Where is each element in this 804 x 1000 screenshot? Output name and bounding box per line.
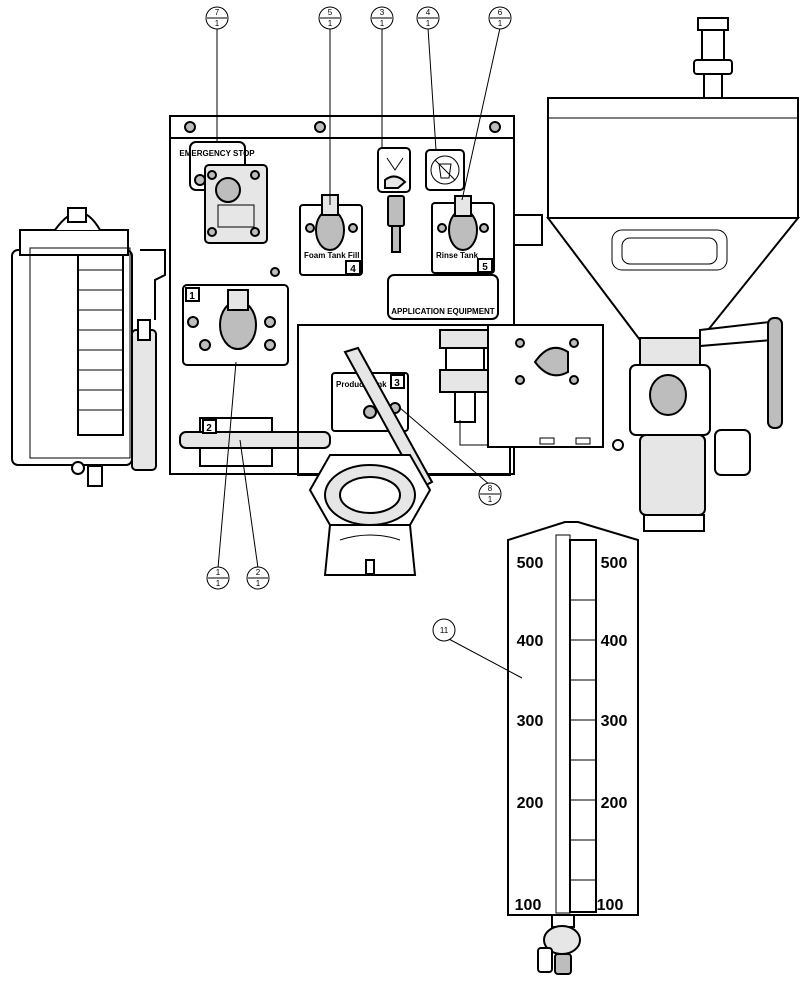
callout-1: 1 1 <box>206 566 230 590</box>
svg-text:1: 1 <box>215 19 220 28</box>
svg-text:1: 1 <box>256 579 261 588</box>
svg-text:1: 1 <box>498 19 503 28</box>
svg-text:1: 1 <box>328 19 333 28</box>
gauge-right-tick-500: 500 <box>601 555 628 572</box>
callout-8: 8 1 <box>478 482 502 506</box>
callout-4: 4 1 <box>416 6 440 30</box>
gauge-left-tick-300: 300 <box>517 713 544 730</box>
svg-text:1: 1 <box>426 19 431 28</box>
gauge-right-tick-300: 300 <box>601 713 628 730</box>
callout-5: 5 1 <box>318 6 342 30</box>
hinged-lid <box>343 346 434 490</box>
foam-tank-label: Foam Tank Fill <box>304 251 359 260</box>
bottom-coupling <box>308 454 432 576</box>
valve-number-5: 5 <box>482 262 488 273</box>
svg-text:3: 3 <box>380 8 385 17</box>
callout-6: 6 1 <box>488 6 512 30</box>
valve-1[interactable]: 1 <box>182 284 289 366</box>
svg-text:4: 4 <box>426 8 431 17</box>
svg-text:2: 2 <box>256 568 261 577</box>
valve-2[interactable]: 2 <box>179 417 331 467</box>
callout-2: 2 1 <box>246 566 270 590</box>
emergency-stop-text: EMERGENCY STOP <box>179 149 255 158</box>
callout-3: 3 1 <box>370 6 394 30</box>
gauge-left-tick-500: 500 <box>517 555 544 572</box>
valve-foam-tank-fill[interactable]: Foam Tank Fill 4 <box>299 194 363 276</box>
svg-text:1: 1 <box>488 495 493 504</box>
product-tank-label: Product Tank <box>336 380 387 389</box>
rinse-tank-label: Rinse Tank <box>436 251 479 260</box>
svg-text:1: 1 <box>216 568 221 577</box>
gauge-left-tick-100: 100 <box>515 897 542 914</box>
valve-rinse-tank[interactable]: Rinse Tank 5 <box>431 195 495 274</box>
svg-text:1: 1 <box>216 579 221 588</box>
leader-lines <box>216 27 523 679</box>
svg-text:1: 1 <box>380 19 385 28</box>
callout-11: 11 <box>432 618 456 642</box>
emergency-stop-switch[interactable] <box>204 164 268 244</box>
left-tank <box>11 207 166 487</box>
svg-text:11: 11 <box>440 626 449 635</box>
svg-text:7: 7 <box>215 8 220 17</box>
valve-number-2: 2 <box>206 423 212 434</box>
chemical-warning-decal <box>377 147 411 253</box>
valve-number-1: 1 <box>189 291 195 302</box>
svg-text:8: 8 <box>488 484 493 493</box>
valve-number-4: 4 <box>350 264 356 275</box>
control-panel: EMERGENCY STOP Foam Tank Fill 4 <box>169 115 515 576</box>
gauge-left-tick-400: 400 <box>517 633 544 650</box>
hopper-assembly <box>487 17 801 532</box>
valve-number-3: 3 <box>394 378 400 389</box>
svg-text:5: 5 <box>328 8 333 17</box>
gauge-right-tick-100: 100 <box>597 897 624 914</box>
no-drink-decal <box>425 149 465 191</box>
gauge-right-tick-400: 400 <box>601 633 628 650</box>
gauge-right-tick-200: 200 <box>601 795 628 812</box>
callout-7: 7 1 <box>205 6 229 30</box>
sight-gauge: 500 400 300 200 100 500 400 300 200 100 <box>507 521 639 975</box>
svg-text:6: 6 <box>498 8 503 17</box>
gauge-left-tick-200: 200 <box>517 795 544 812</box>
application-equipment-decal: APPLICATION EQUIPMENT <box>387 274 499 320</box>
application-equipment-text: APPLICATION EQUIPMENT <box>391 307 495 316</box>
